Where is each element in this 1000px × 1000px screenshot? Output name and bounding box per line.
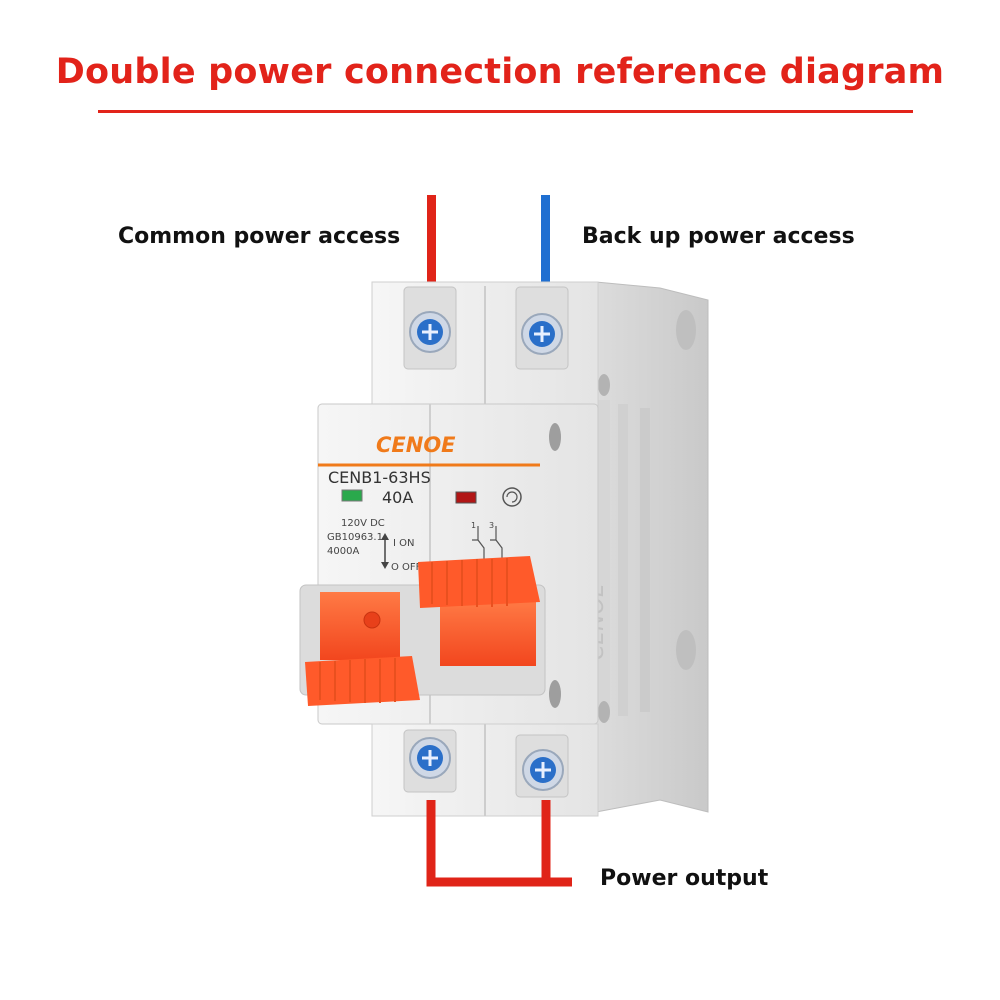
bottom-terminal-block: [371, 723, 599, 817]
left-toggle-handle[interactable]: [305, 592, 420, 706]
on-label: I ON: [393, 538, 414, 549]
pole-1-label: 1: [471, 521, 476, 530]
current-rating: 40A: [382, 488, 413, 507]
breaking-capacity: 4000A: [327, 546, 359, 557]
top-left-screw-icon: [409, 311, 451, 353]
right-status-indicator: [455, 491, 477, 504]
right-toggle-handle[interactable]: [418, 556, 540, 666]
common-power-wire: [427, 195, 436, 287]
circuit-symbol-icon: [472, 526, 503, 560]
backup-power-wire: [541, 195, 550, 287]
on-off-arrow-icon: [381, 533, 389, 569]
top-terminal-block: [371, 281, 599, 407]
model-number: CENB1-63HS: [328, 468, 431, 487]
common-power-label: Common power access: [118, 224, 401, 249]
off-label: O OFF: [391, 562, 422, 573]
title-underline: [98, 110, 913, 113]
bottom-right-screw-icon: [522, 749, 564, 791]
bottom-left-screw-icon: [409, 737, 451, 779]
power-output-label: Power output: [600, 866, 769, 891]
voltage-rating: 120V DC: [341, 518, 385, 529]
power-output-wire: [426, 800, 572, 887]
top-right-screw-icon: [521, 313, 563, 355]
ccc-mark-icon: [502, 487, 522, 507]
breaker-side: CENOE: [584, 281, 709, 813]
standard-code: GB10963.1: [327, 532, 383, 543]
diagram-title: Double power connection reference diagra…: [55, 52, 945, 92]
pole-3-label: 3: [489, 521, 494, 530]
backup-power-label: Back up power access: [582, 224, 855, 249]
left-status-indicator: [341, 489, 363, 502]
brand-logo: CENOE: [376, 433, 456, 457]
